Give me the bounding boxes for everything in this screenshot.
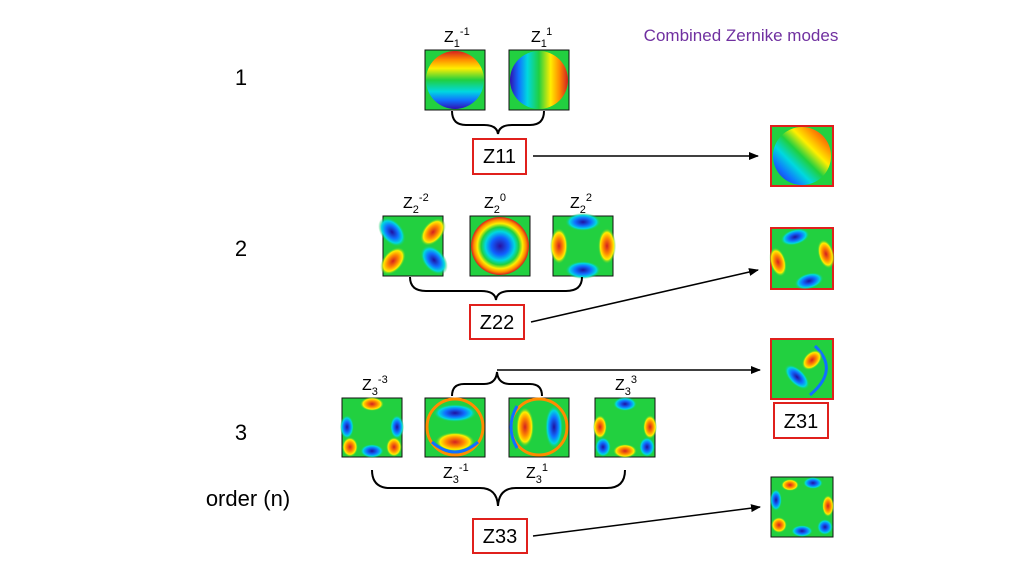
mode-label: Z3-3 [362, 374, 388, 398]
mode-label: Z11 [531, 26, 552, 50]
grouping-brace [451, 110, 545, 135]
combined-label-z22: Z22 [480, 312, 514, 334]
result-tile-z11 [770, 125, 834, 187]
result-tile-z31 [770, 338, 834, 400]
grouping-brace [371, 469, 626, 507]
mode-tile-z2-m2 [378, 215, 448, 277]
mode-label: Z33 [615, 374, 637, 398]
order-label-3: 3 [235, 420, 247, 445]
mode-tile-z1-p1 [508, 49, 570, 111]
mode-tile-z2-0 [469, 215, 531, 277]
result-tile-z33 [770, 476, 834, 538]
grouping-brace [409, 276, 583, 301]
mode-tile-z1-m1 [424, 49, 486, 111]
grouping-brace [451, 371, 543, 397]
arrow-z33 [532, 504, 761, 537]
mode-label: Z2-2 [403, 192, 429, 216]
mode-tile-z3-m1 [424, 397, 486, 458]
combined-mode-box-z33: Z33 [472, 518, 528, 554]
mode-label: Z20 [484, 192, 506, 216]
order-label-2: 2 [235, 236, 247, 261]
diagram-title: Combined Zernike modes [644, 26, 839, 45]
mode-tile-z2-p2 [550, 213, 616, 279]
mode-tile-z3-p1 [508, 397, 570, 458]
combined-mode-box-z11: Z11 [472, 138, 527, 175]
combined-label-z31: Z31 [784, 411, 818, 433]
order-label-1: 1 [235, 65, 247, 90]
mode-tile-z3-p3 [593, 397, 657, 458]
combined-mode-box-z22: Z22 [469, 304, 525, 340]
mode-label: Z1-1 [444, 26, 470, 50]
combined-label-z11: Z11 [483, 146, 516, 168]
arrow-z22 [530, 268, 759, 323]
mode-label: Z22 [570, 192, 592, 216]
mode-label: Z31 [526, 462, 548, 486]
mode-tile-z3-m3 [340, 397, 404, 458]
combined-mode-box-z31: Z31 [773, 402, 829, 439]
mode-label: Z3-1 [443, 462, 469, 486]
result-tile-z22 [769, 227, 835, 290]
axis-label: order (n) [206, 486, 290, 511]
combined-label-z33: Z33 [483, 526, 517, 548]
